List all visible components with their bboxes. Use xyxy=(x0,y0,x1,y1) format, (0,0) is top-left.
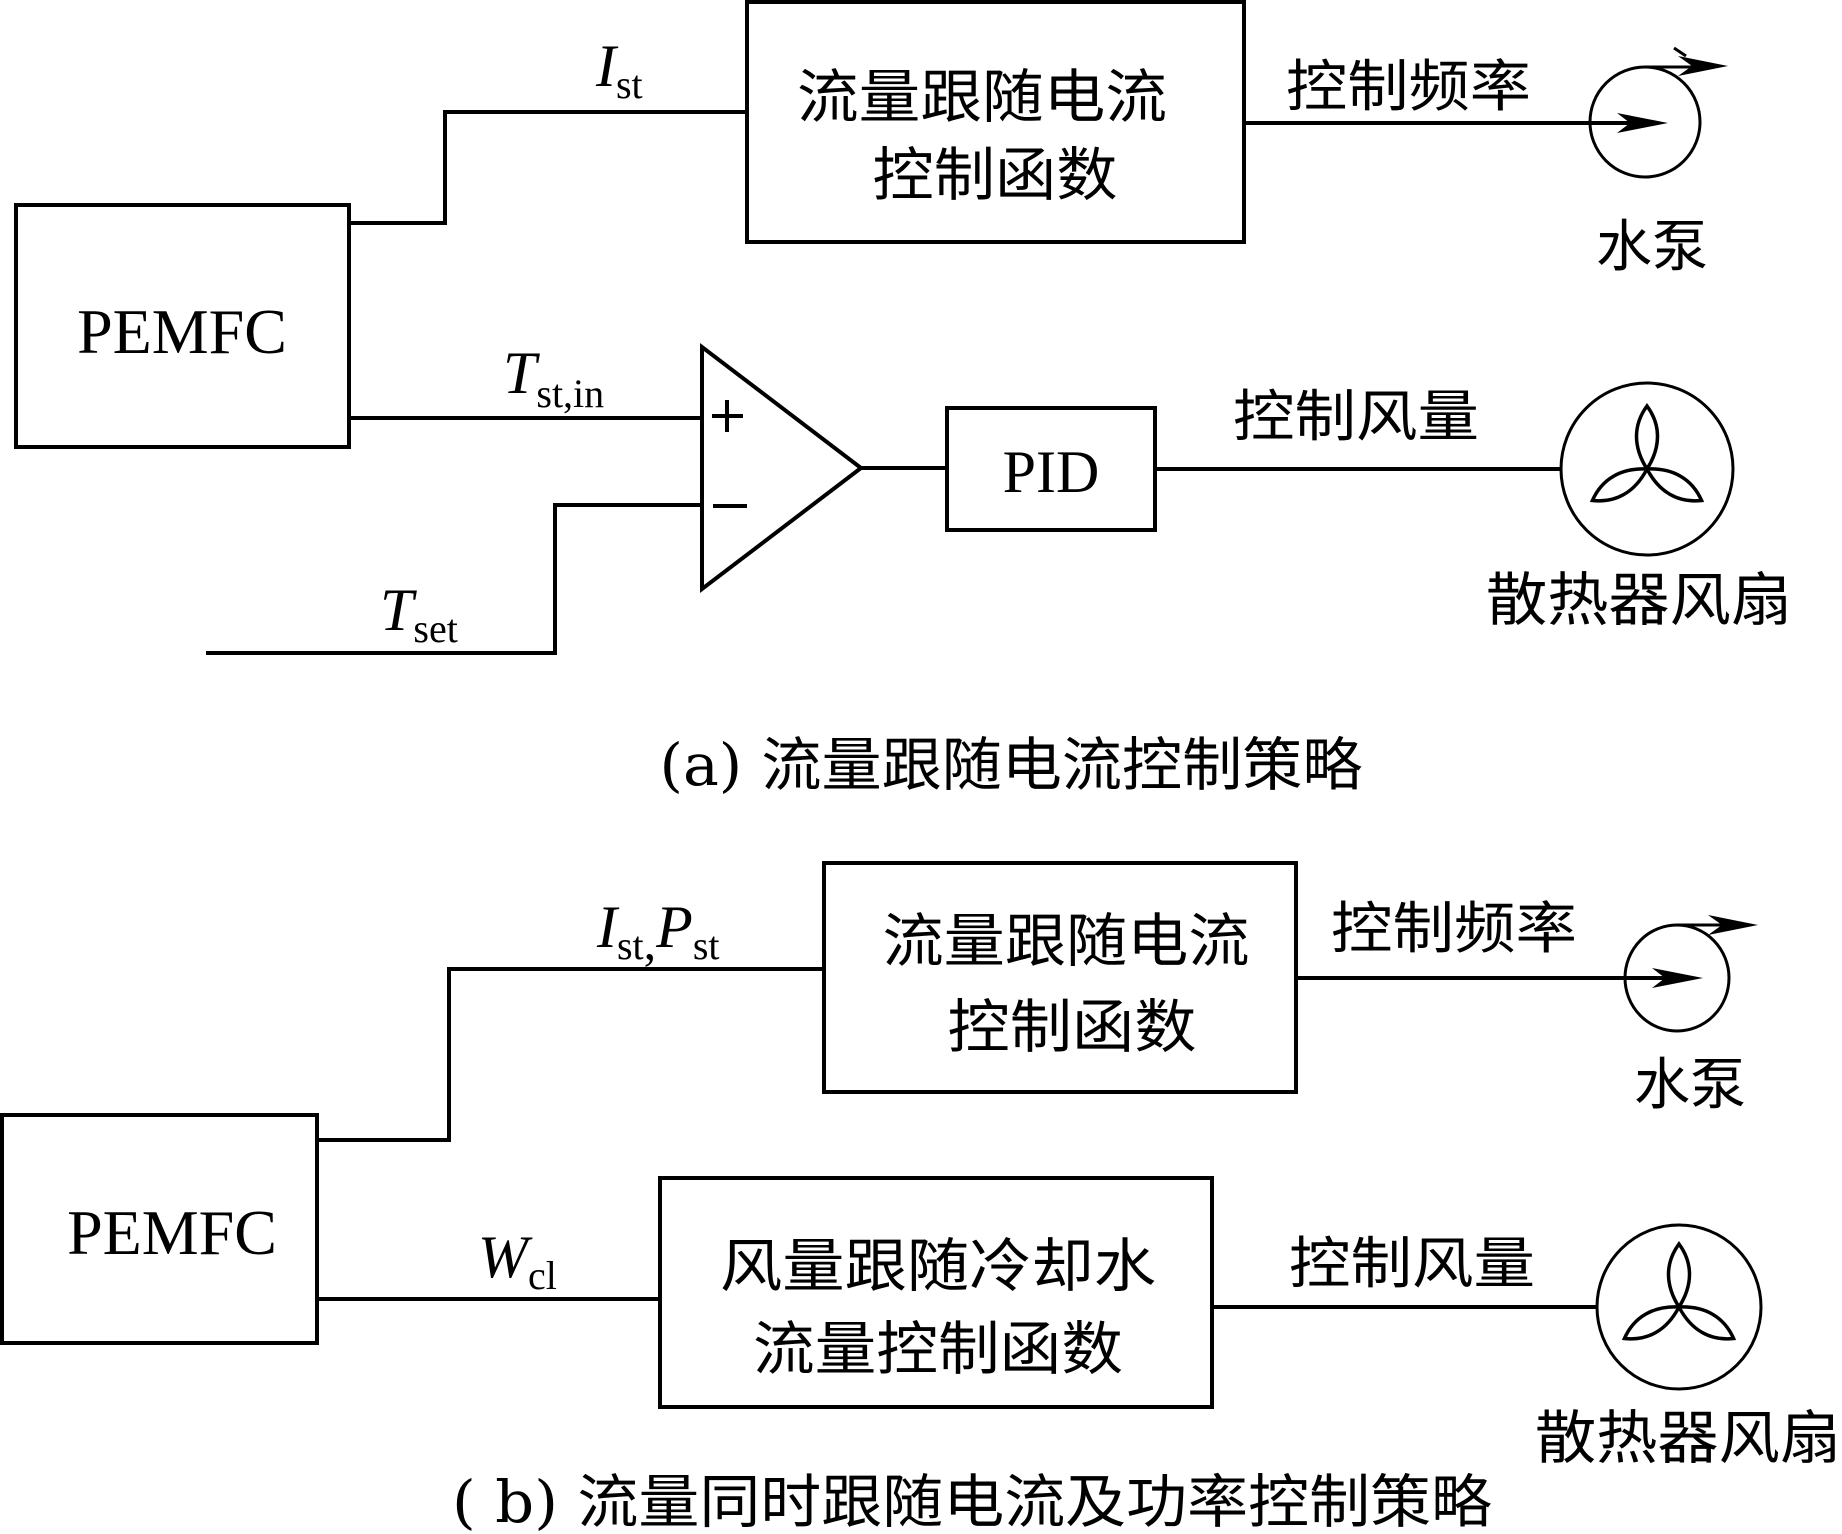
fan-control-block-line1-b: 风量跟随冷却水 xyxy=(720,1232,1156,1300)
fan-control-block-line2-b: 流量控制函数 xyxy=(753,1315,1123,1383)
pid-label-a: PID xyxy=(1003,439,1100,505)
fan-control-function-block-b: 风量跟随冷却水 流量控制函数 xyxy=(658,1176,1214,1409)
current-signal-line-a xyxy=(349,110,747,225)
pump-control-function-block-b: 流量跟随电流 控制函数 xyxy=(822,861,1298,1094)
fan-label-a: 散热器风扇 xyxy=(1486,566,1792,634)
fan-signal-label-a: 控制风量 xyxy=(1233,385,1479,450)
water-pump-icon-b xyxy=(1623,915,1758,1033)
pump-label-a: 水泵 xyxy=(1596,215,1708,280)
comparator-a xyxy=(700,342,865,594)
panel-b: PEMFC Ist,Pst 流量跟随电流 控制函数 控制频率 水泵 Wcl xyxy=(0,861,1841,1534)
radiator-fan-icon-b xyxy=(1595,1223,1763,1391)
radiator-fan-icon-a xyxy=(1559,381,1735,557)
caption-b: ( b) 流量同时跟随电流及功率控制策略 xyxy=(452,1468,1492,1534)
fan-signal-label-b: 控制风量 xyxy=(1289,1232,1535,1297)
current-power-signal-label-b: Ist,Pst xyxy=(596,894,720,970)
pemfc-label-a: PEMFC xyxy=(77,296,287,367)
pump-control-block-line2-b: 控制函数 xyxy=(948,993,1197,1061)
pemfc-block-a: PEMFC xyxy=(14,203,351,449)
pid-block-a: PID xyxy=(945,406,1157,532)
fan-label-b: 散热器风扇 xyxy=(1535,1404,1841,1472)
water-pump-icon-a xyxy=(1588,46,1728,179)
stack-inlet-temp-label-a: Tst,in xyxy=(503,340,604,416)
pump-label-b: 水泵 xyxy=(1634,1053,1746,1118)
pump-control-function-block-a: 流量跟随电流 控制函数 xyxy=(745,0,1246,244)
current-signal-label-a: Ist xyxy=(595,33,643,107)
caption-a: (a) 流量跟随电流控制策略 xyxy=(660,731,1363,799)
setpoint-temp-line-a xyxy=(206,503,702,655)
pemfc-label-b: PEMFC xyxy=(67,1197,277,1268)
pemfc-block-b: PEMFC xyxy=(0,1113,319,1345)
pump-signal-label-a: 控制频率 xyxy=(1286,55,1531,120)
pump-control-block-line1-b: 流量跟随电流 xyxy=(883,907,1250,975)
pump-signal-label-b: 控制频率 xyxy=(1331,897,1577,962)
pump-control-block-line1-a: 流量跟随电流 xyxy=(797,63,1167,131)
pump-control-block-line2-a: 控制函数 xyxy=(873,141,1118,209)
pump-signal-arrowhead-b xyxy=(1652,968,1703,988)
current-power-signal-line-b xyxy=(317,967,824,1142)
pump-signal-arrowhead-a xyxy=(1617,113,1668,133)
coolant-flow-signal-label-b: Wcl xyxy=(478,1224,557,1298)
panel-a: PEMFC Ist 流量跟随电流 控制函数 控制频率 水泵 Tst,in xyxy=(14,0,1792,799)
setpoint-temp-label-a: Tset xyxy=(380,577,458,651)
